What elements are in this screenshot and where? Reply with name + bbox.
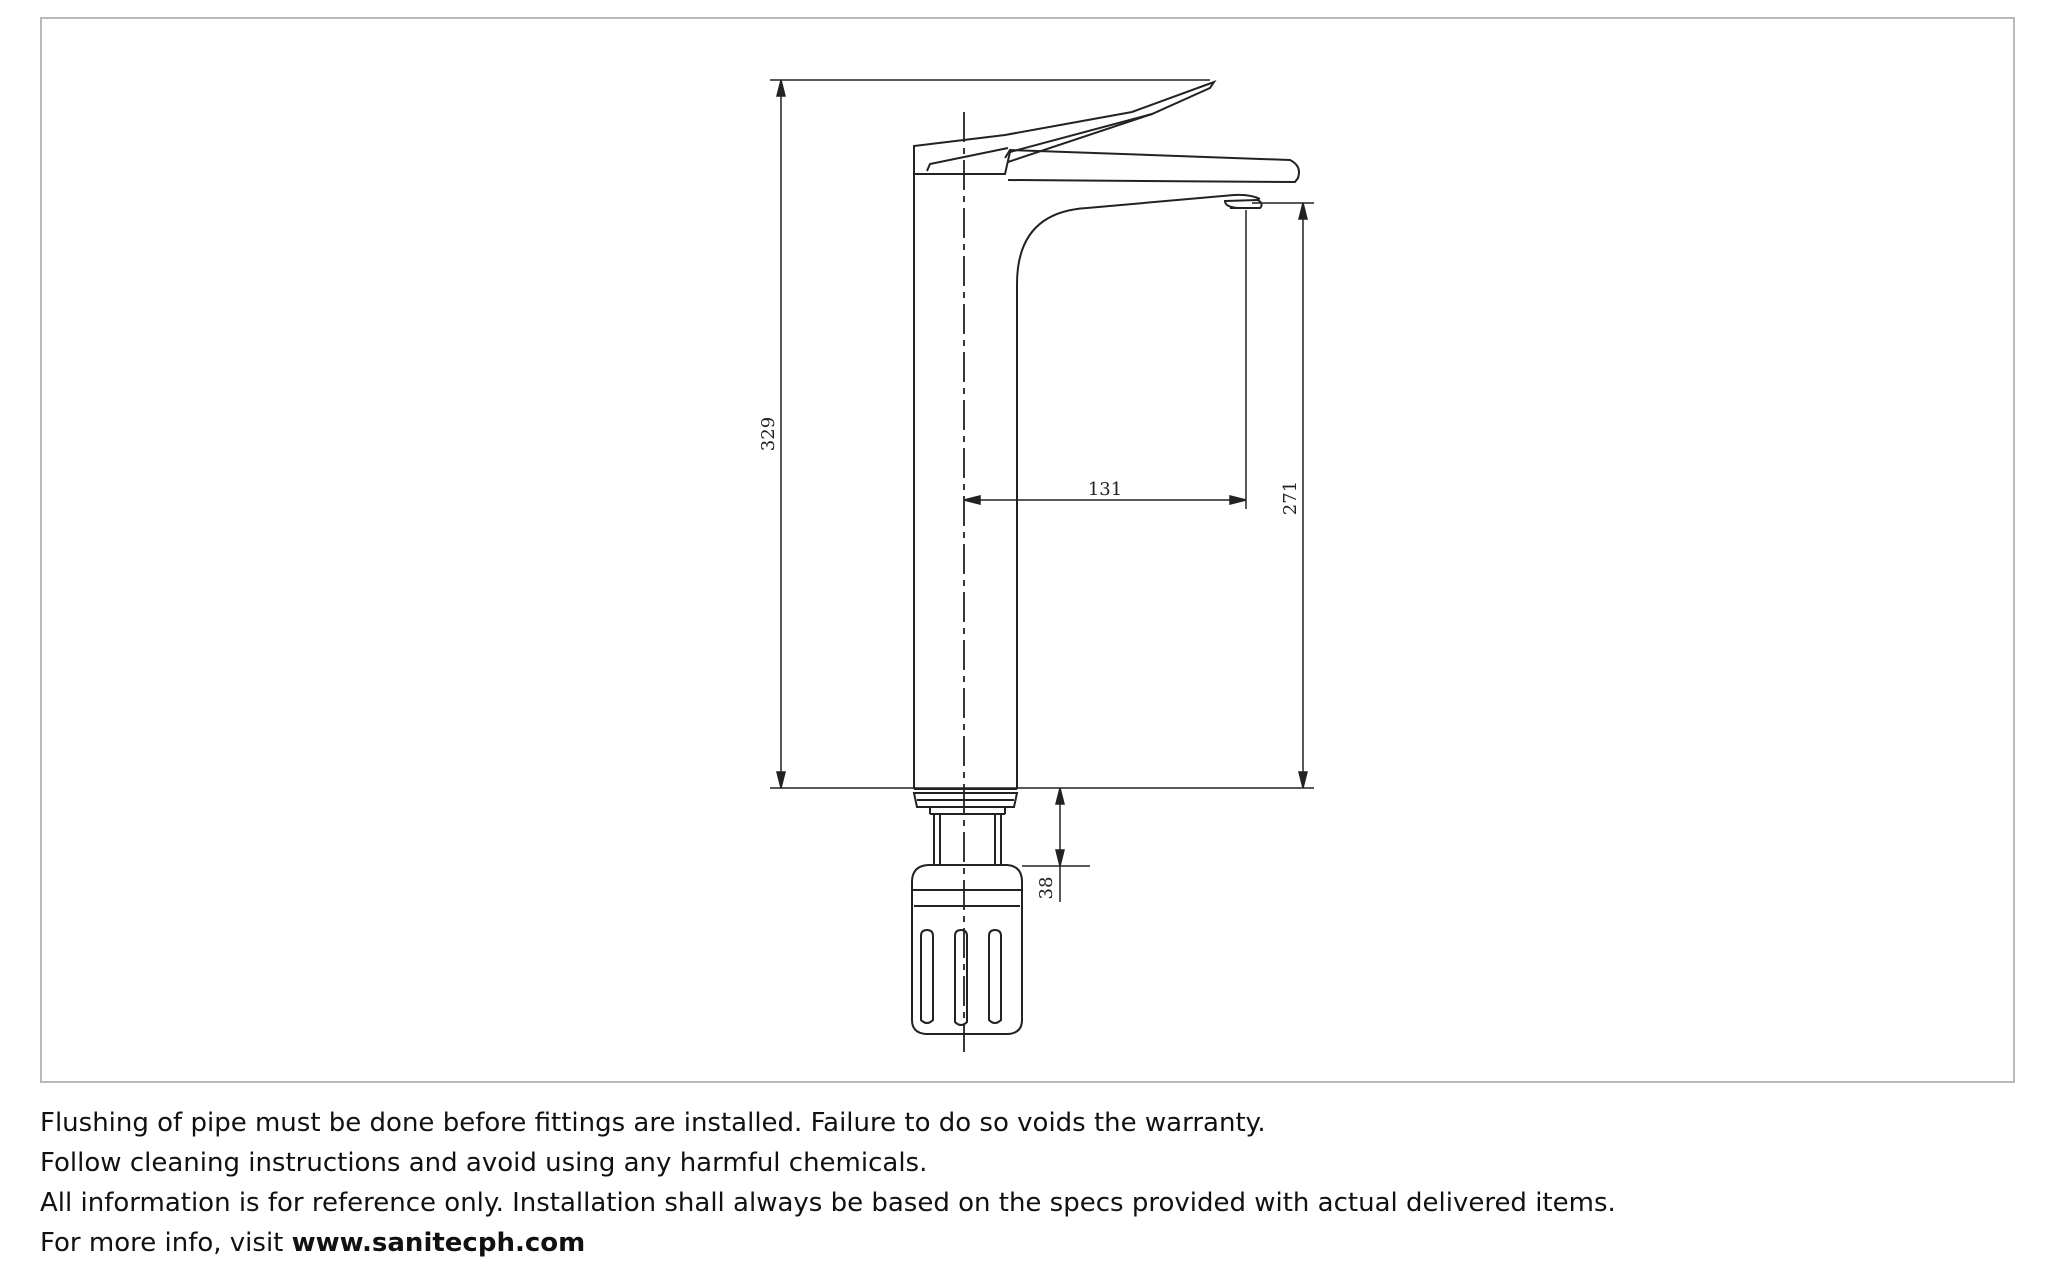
dimension-spout-height [1052,202,1314,789]
faucet-spout [1004,148,1300,285]
label-shank-length: 38 [1036,877,1057,900]
dimension-shank-length [1022,787,1090,902]
dimension-total-height [770,79,1210,789]
label-spout-reach: 131 [1088,479,1122,500]
note-more-info-prefix: For more info, visit [40,1228,292,1258]
note-reference: All information is for reference only. I… [40,1188,1616,1218]
label-total-height: 329 [758,417,779,451]
faucet-body [913,173,1018,790]
technical-drawing-frame: 329 131 271 38 [40,17,2015,1083]
note-more-info: For more info, visit www.sanitecph.com [40,1223,2000,1263]
label-spout-height: 271 [1280,481,1301,515]
note-flushing: Flushing of pipe must be done before fit… [40,1108,1266,1138]
installation-notes: Flushing of pipe must be done before fit… [40,1103,2000,1263]
faucet-shank [912,792,1019,864]
dimension-spout-reach [963,210,1247,509]
faucet-lever-handle [913,80,1217,175]
note-cleaning: Follow cleaning instructions and avoid u… [40,1148,928,1178]
faucet-mounting-nut [911,864,1023,1035]
website-link[interactable]: www.sanitecph.com [291,1228,586,1258]
